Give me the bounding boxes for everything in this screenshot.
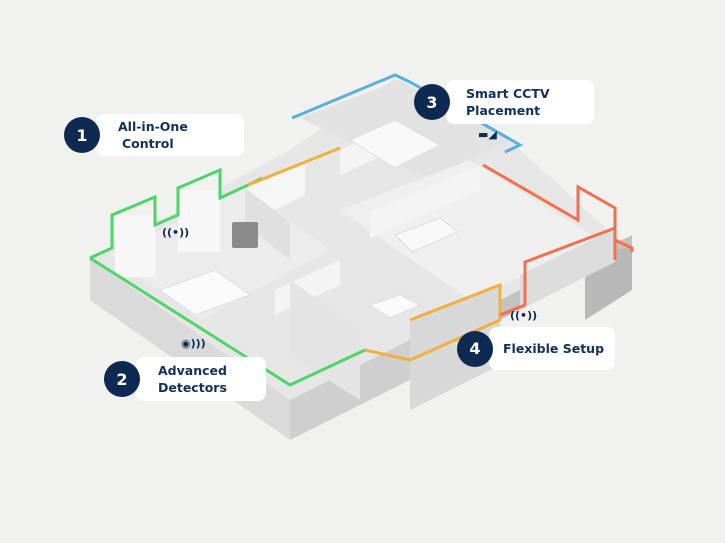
sofa	[394, 217, 459, 253]
callout-number-badge: 2	[104, 361, 140, 397]
callout-label: Placement	[466, 103, 541, 118]
callout-number-badge: 4	[457, 330, 493, 367]
bathroom-wall	[290, 280, 360, 400]
callout-label: All-in-One	[118, 119, 188, 134]
callout-card: Smart CCTV Placement	[446, 80, 594, 124]
curtain	[115, 215, 155, 277]
interior-wall	[245, 188, 290, 260]
callout-label: Flexible Setup	[503, 341, 605, 356]
bed	[158, 269, 252, 316]
garage-zone-outline	[291, 73, 524, 154]
safe	[232, 222, 258, 248]
callout-label: Detectors	[158, 380, 227, 395]
living-zone-outline-front	[499, 225, 617, 317]
callout-card: Flexible Setup	[489, 327, 615, 370]
signal-icon: ((•))	[162, 226, 190, 239]
callout-card: Advanced Detectors	[136, 357, 266, 401]
callout-smart-cctv-placement: 3 Smart CCTV Placement	[414, 80, 594, 124]
signal-icon: ((•))	[510, 309, 538, 322]
living-zone-outline	[482, 163, 634, 252]
bedroom-zone-outline-front	[89, 256, 366, 387]
table	[368, 294, 422, 319]
callout-label: Control	[122, 136, 174, 151]
hallway-zone-outline	[247, 146, 341, 187]
callout-advanced-detectors: 2 Advanced Detectors	[104, 357, 266, 401]
callout-label: Advanced	[158, 363, 227, 378]
callout-number-badge: 3	[414, 84, 450, 120]
callout-flexible-setup: 4 Flexible Setup	[457, 327, 615, 370]
callout-label: Smart CCTV	[466, 86, 550, 101]
living-floor	[340, 160, 600, 300]
callout-number-badge: 1	[64, 117, 100, 153]
curtain	[178, 190, 220, 252]
car	[348, 119, 442, 169]
callout-card: All-in-One Control	[96, 114, 244, 156]
interior-wall	[370, 165, 480, 238]
cctv-camera-icon: ▬◢	[478, 128, 497, 141]
callout-all-in-one-control: 1 All-in-One Control	[64, 114, 244, 156]
bedroom-zone-outline	[89, 167, 263, 260]
hallway-zone-outline-front	[364, 282, 502, 362]
glass-door	[520, 228, 615, 310]
glass-door	[410, 285, 500, 410]
detector-icon: ◉)))	[181, 337, 206, 350]
floor-slab-top	[90, 78, 630, 440]
